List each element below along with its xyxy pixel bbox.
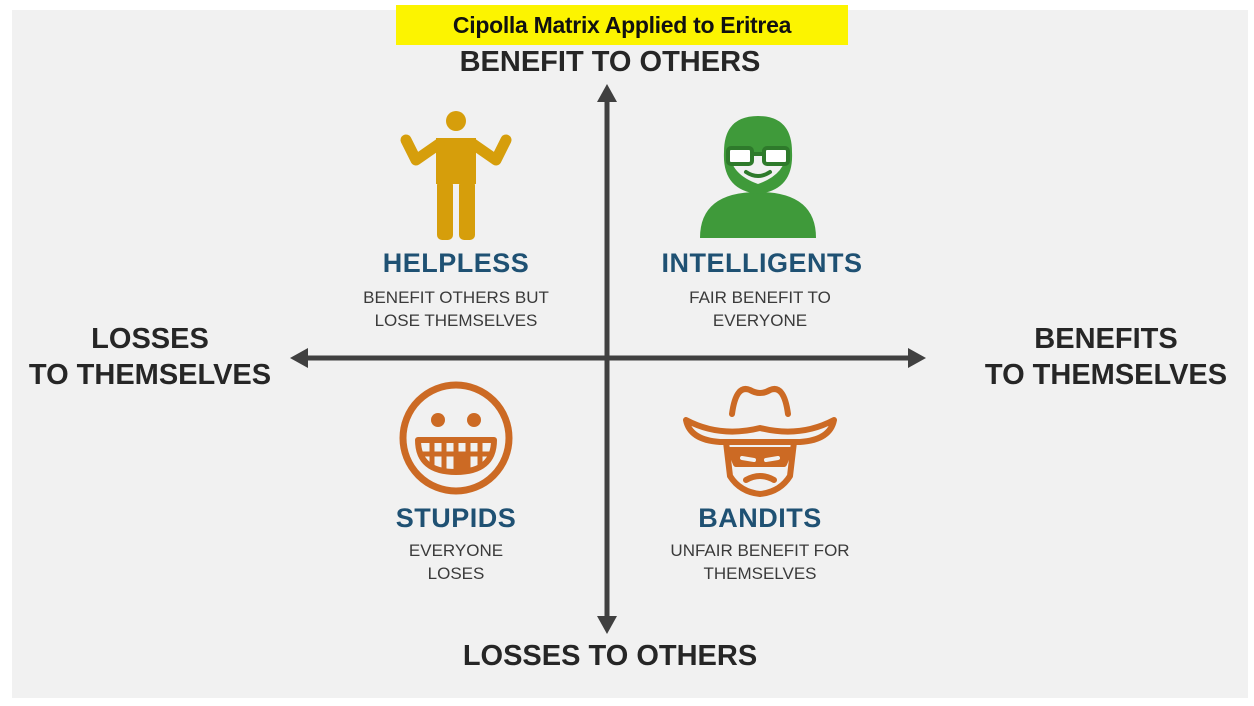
quadrant-desc-stupids: EVERYONE LOSES — [316, 539, 596, 585]
quadrant-desc-stupids-line-2: LOSES — [427, 564, 485, 583]
axis-label-left: LOSSES TO THEMSELVES — [10, 321, 290, 393]
person-with-glasses-icon — [700, 116, 816, 238]
quadrant-desc-helpless-line-1: BENEFIT OTHERS BUT — [363, 288, 549, 307]
arrow-left-icon — [290, 348, 308, 368]
diagram-background — [12, 10, 1248, 698]
arrow-down-icon — [597, 616, 617, 634]
diagram-title: Cipolla Matrix Applied to Eritrea — [396, 5, 848, 45]
axis-label-left-line-2: TO THEMSELVES — [28, 359, 272, 391]
quadrant-desc-intelligents-line-2: EVERYONE — [712, 311, 808, 330]
quadrant-desc-bandits-line-1: UNFAIR BENEFIT FOR — [670, 541, 850, 560]
quadrant-title-bandits: BANDITS — [698, 503, 822, 533]
arrow-up-icon — [597, 84, 617, 102]
quadrant-desc-intelligents: FAIR BENEFIT TO EVERYONE — [620, 286, 900, 332]
axis-label-right: BENEFITS TO THEMSELVES — [966, 321, 1246, 393]
quadrant-desc-bandits: UNFAIR BENEFIT FOR THEMSELVES — [620, 539, 900, 585]
quadrant-desc-helpless: BENEFIT OTHERS BUT LOSE THEMSELVES — [316, 286, 596, 332]
masked-bandit-icon — [683, 386, 837, 497]
quadrant-desc-stupids-line-1: EVERYONE — [408, 541, 504, 560]
arrow-right-icon — [908, 348, 926, 368]
quadrant-desc-bandits-line-2: THEMSELVES — [703, 564, 817, 583]
quadrant-title-helpless: HELPLESS — [382, 248, 530, 278]
quadrant-title-intelligents: INTELLIGENTS — [661, 248, 863, 278]
quadrant-desc-intelligents-line-1: FAIR BENEFIT TO — [689, 288, 831, 307]
axis-label-top: BENEFIT TO OTHERS — [459, 46, 761, 78]
shrugging-person-icon — [400, 111, 512, 240]
axis-label-right-line-1: BENEFITS — [1034, 323, 1178, 355]
goofy-face-icon — [399, 381, 513, 495]
axis-label-left-line-1: LOSSES — [91, 323, 209, 355]
axis-label-bottom: LOSSES TO OTHERS — [462, 640, 758, 672]
axis-label-right-line-2: TO THEMSELVES — [984, 359, 1228, 391]
quadrant-title-stupids: STUPIDS — [395, 503, 517, 533]
quadrant-desc-helpless-line-2: LOSE THEMSELVES — [374, 311, 538, 330]
